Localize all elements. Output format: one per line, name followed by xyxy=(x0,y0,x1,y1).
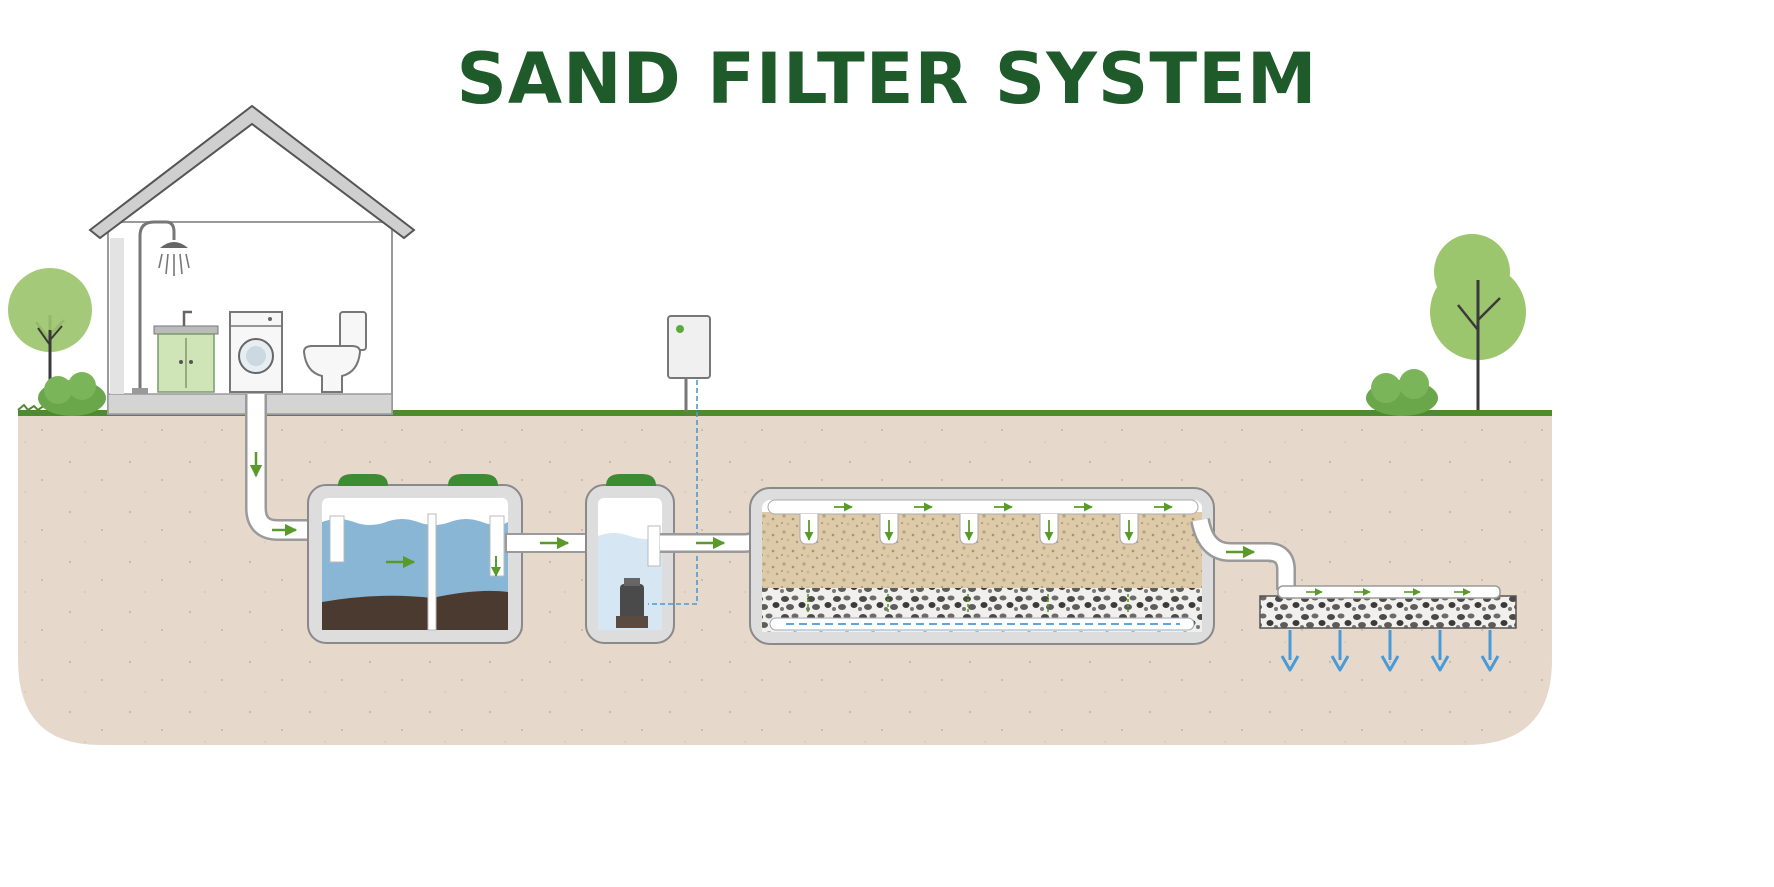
down-arrow-icon xyxy=(1480,630,1500,672)
down-arrow-icon xyxy=(1430,630,1450,672)
washing-machine-icon xyxy=(229,311,283,393)
pump-chamber xyxy=(585,474,675,644)
inlet-pipe xyxy=(245,394,322,541)
down-arrow-icon xyxy=(1330,630,1350,672)
sand-filter xyxy=(749,487,1215,645)
tree-icon xyxy=(1430,234,1526,410)
septic-tank xyxy=(307,474,523,644)
percolation-arrows xyxy=(807,594,1129,612)
bush-icon xyxy=(38,372,106,416)
down-arrow-icon xyxy=(1280,630,1300,672)
toilet-icon xyxy=(302,311,367,393)
pump-icon xyxy=(616,578,648,628)
down-arrow-icon xyxy=(1380,630,1400,672)
page-title: SAND FILTER SYSTEM xyxy=(456,38,1318,120)
drain-arrows xyxy=(1280,630,1500,672)
drainfield xyxy=(1259,585,1517,629)
control-panel-icon xyxy=(648,315,711,605)
bush-icon xyxy=(1366,369,1438,416)
outlet-pipe xyxy=(1190,517,1296,590)
shower-icon xyxy=(132,220,190,394)
sink-vanity-icon xyxy=(153,310,219,393)
